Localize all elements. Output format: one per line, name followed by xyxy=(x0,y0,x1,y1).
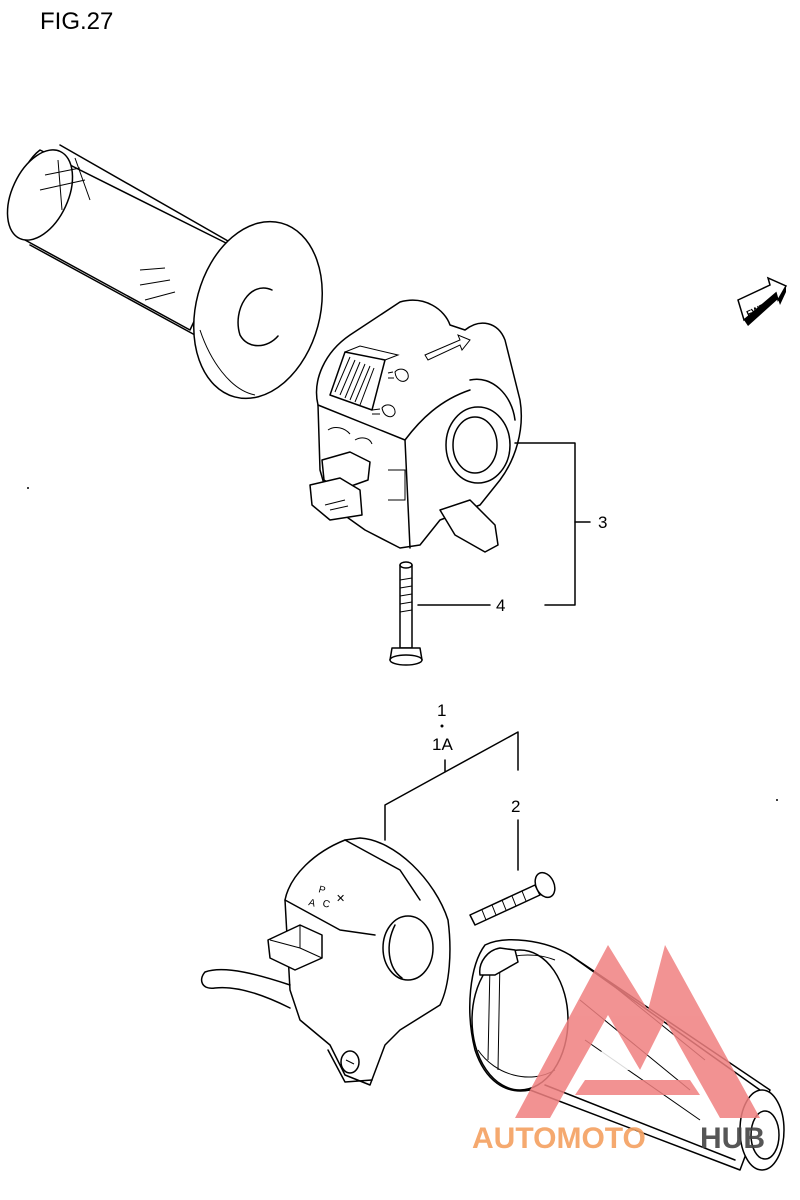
switch-assembly-right: P C A ✕ xyxy=(200,837,451,1086)
scan-dot xyxy=(776,799,778,801)
callout-4: 4 xyxy=(496,596,505,615)
callout-1: 1 xyxy=(437,701,446,720)
watermark-text-left: AUTOMOTO xyxy=(472,1122,646,1155)
callout-2: 2 xyxy=(511,797,520,816)
watermark-logo xyxy=(515,945,760,1118)
switch-mark: A xyxy=(307,897,317,909)
screw-4 xyxy=(389,561,423,666)
callout-1a: 1A xyxy=(432,735,453,754)
scan-dot xyxy=(27,487,29,489)
switch-assembly-left xyxy=(309,299,523,553)
callout-dot xyxy=(440,724,444,728)
figure-title: FIG.27 xyxy=(40,8,114,35)
screw-2 xyxy=(469,871,556,926)
switch-mark: C xyxy=(321,898,331,910)
leader-3 xyxy=(514,442,576,606)
handlebar-grip-left xyxy=(6,144,324,400)
switch-mark: P xyxy=(317,884,327,896)
callout-3: 3 xyxy=(598,513,607,532)
watermark-text-right: HUB xyxy=(700,1122,765,1155)
switch-mark: ✕ xyxy=(336,893,345,905)
leader-1 xyxy=(384,731,519,841)
fwd-arrow-icon: FWD xyxy=(737,276,788,326)
